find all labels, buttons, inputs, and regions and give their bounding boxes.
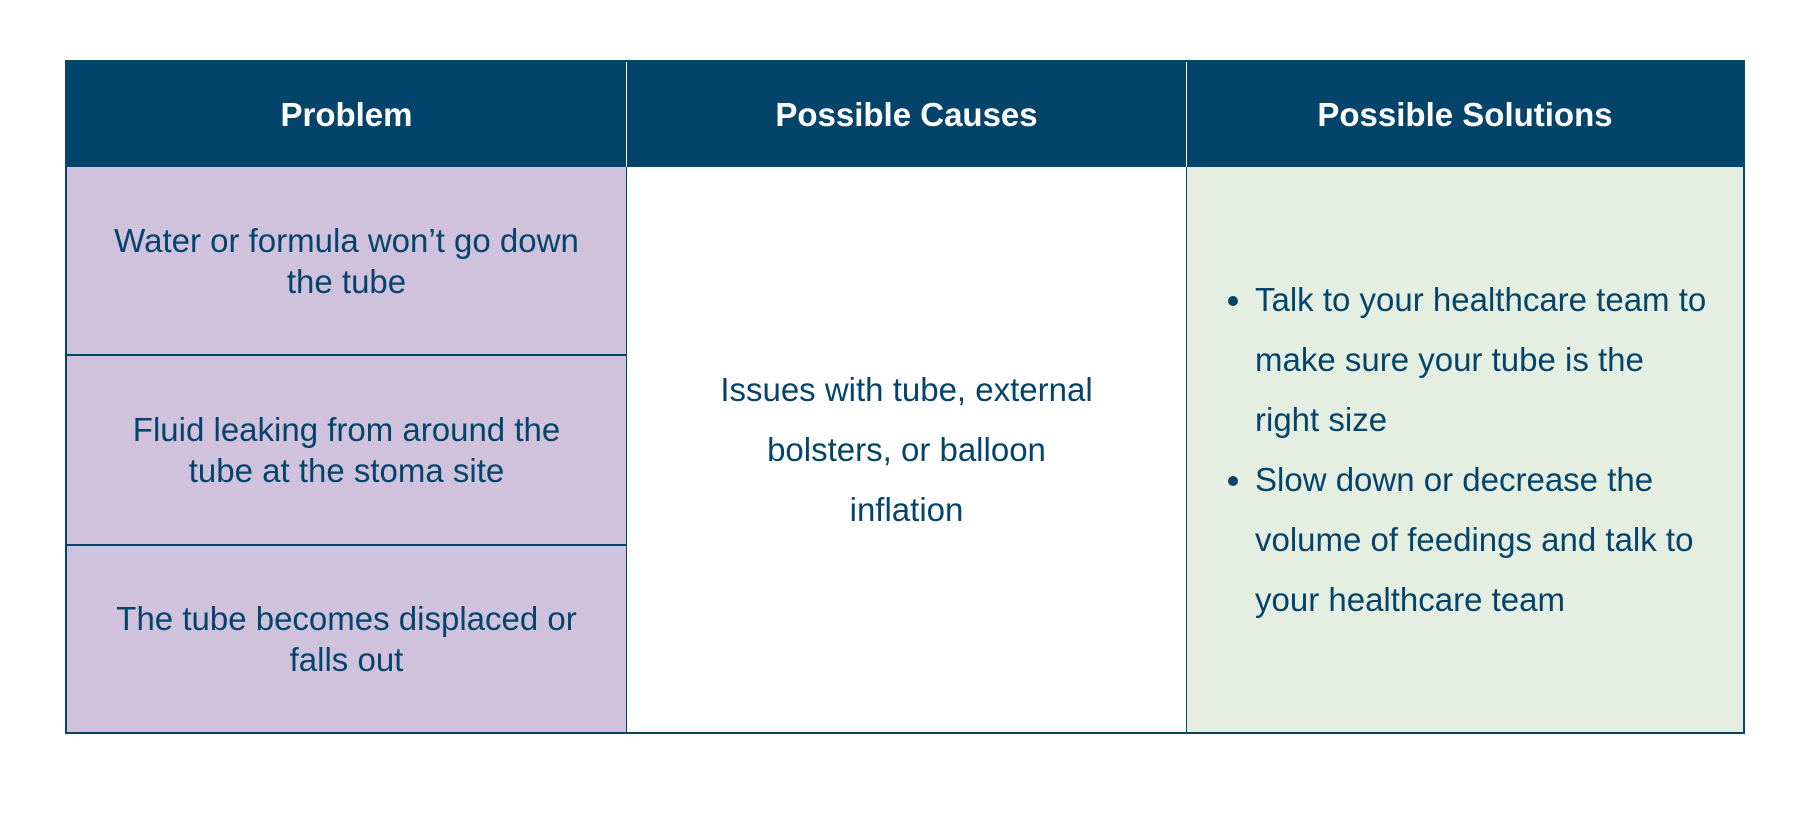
solution-item: Talk to your healthcare team to make sur… (1255, 270, 1713, 450)
header-possible-solutions: Possible Solutions (1186, 62, 1743, 167)
problem-cell: Fluid leaking from around the tube at th… (67, 356, 626, 546)
solutions-cell: Talk to your healthcare team to make sur… (1186, 167, 1743, 732)
troubleshooting-table: Problem Possible Causes Possible Solutio… (65, 60, 1745, 734)
solutions-list: Talk to your healthcare team to make sur… (1221, 270, 1713, 630)
problem-cell: Water or formula won’t go down the tube (67, 167, 626, 356)
header-possible-causes: Possible Causes (626, 62, 1186, 167)
cause-cell: Issues with tube, external bolsters, or … (626, 167, 1186, 732)
cause-text: Issues with tube, external bolsters, or … (720, 370, 1093, 528)
problem-cell: The tube becomes displaced or falls out (67, 546, 626, 732)
header-problem: Problem (67, 62, 626, 167)
solution-item: Slow down or decrease the volume of feed… (1255, 450, 1713, 630)
